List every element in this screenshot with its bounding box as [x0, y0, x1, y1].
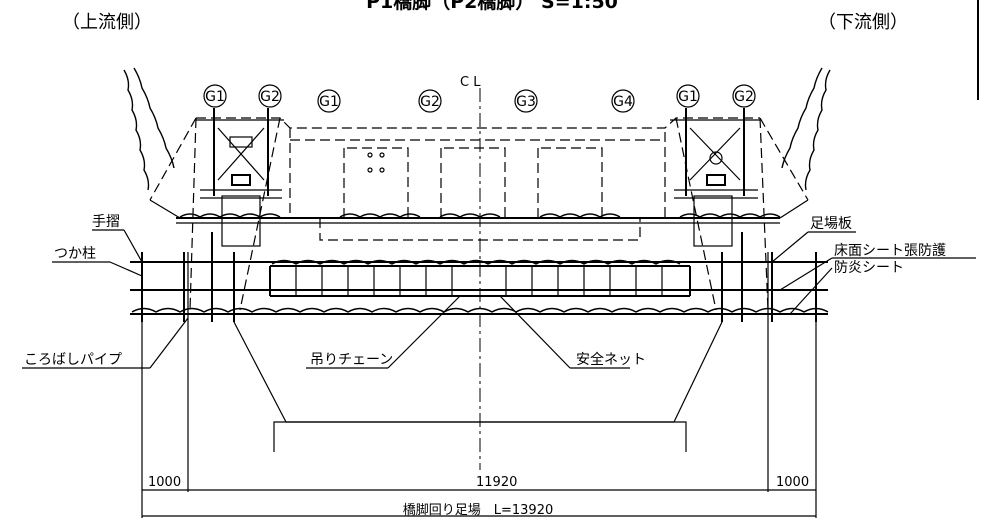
pier-bearings [200, 195, 758, 247]
svg-text:G2: G2 [734, 89, 754, 105]
dim-total: 橋脚回り足場 L=13920 [403, 502, 554, 518]
downstream-label: （下流側） [818, 12, 908, 33]
svg-text:G1: G1 [205, 89, 225, 105]
girder-markers: G1 G2 G1 G2 G3 G4 G1 G2 [203, 84, 756, 113]
girder-marker: G3 [514, 89, 538, 113]
girder-marker: G4 [611, 89, 635, 113]
box-girder-cells [343, 147, 603, 219]
girder-marker: G1 [676, 84, 700, 108]
svg-text:G1: G1 [678, 89, 698, 105]
outer-scaffold [130, 232, 829, 322]
leader-lines [22, 229, 976, 369]
handrail-label: 手摺 [92, 214, 120, 230]
chain-label: 吊りチェーン [310, 352, 393, 368]
pier-body [233, 321, 723, 452]
net-label: 安全ネット [576, 351, 646, 368]
fire-sheet-wings [123, 67, 831, 311]
board-label: 足場板 [810, 216, 852, 232]
dim-center: 11920 [476, 475, 517, 490]
deck-slab [196, 117, 760, 241]
girder-marker: G2 [258, 84, 282, 108]
svg-text:G2: G2 [260, 89, 280, 105]
dim-left: 1000 [148, 475, 181, 490]
centerline-label: C L [460, 75, 481, 90]
pipe-label: ころばしパイプ [24, 352, 122, 368]
side-girders [196, 108, 760, 196]
fire-sheet-label: 防炎シート [834, 260, 904, 276]
svg-text:G1: G1 [319, 94, 339, 110]
girder-marker: G1 [203, 84, 227, 108]
post-label: つか柱 [54, 246, 96, 262]
girder-marker: G2 [418, 89, 442, 113]
upper-scaffold [176, 213, 781, 224]
girder-marker: G1 [317, 89, 341, 113]
dimension-lines [141, 322, 817, 518]
svg-text:G4: G4 [613, 94, 633, 110]
drawing-title: P1橋脚（P2橋脚） S=1:50 [366, 0, 618, 13]
dim-right: 1000 [776, 475, 809, 490]
floor-sheet-label: 床面シート張防護 [834, 243, 946, 259]
svg-text:G3: G3 [516, 94, 536, 110]
girder-marker: G2 [732, 84, 756, 108]
svg-text:G2: G2 [420, 94, 440, 110]
upstream-label: （上流側） [62, 12, 152, 33]
